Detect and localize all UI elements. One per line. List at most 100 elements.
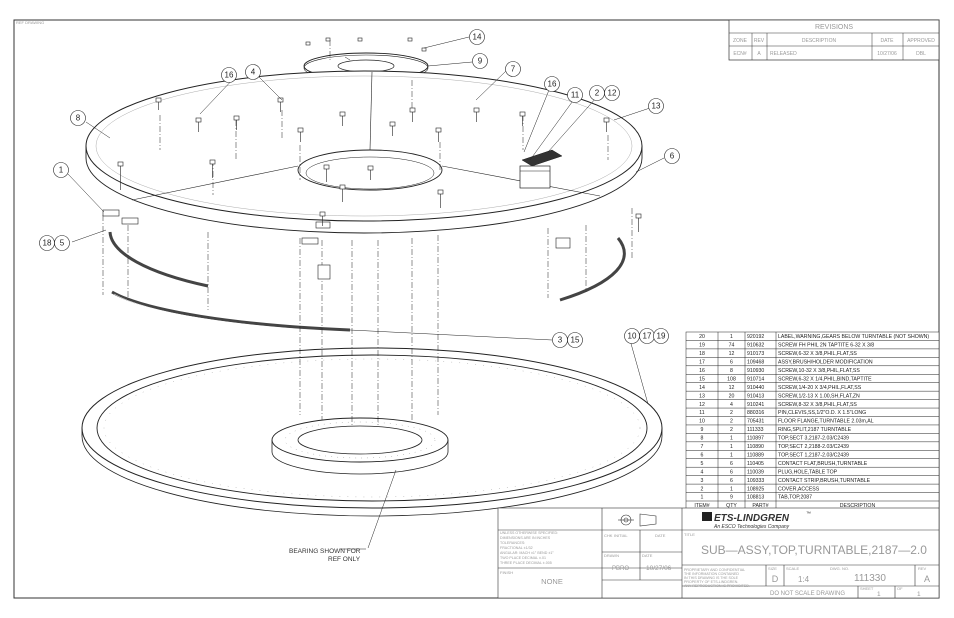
drawing-title: SUB—ASSY,TOP,TURNTABLE,2187—2.0 [701, 543, 927, 557]
bom-description: TAB,TOP,2087 [778, 495, 812, 501]
bom-qty: 12 [729, 351, 735, 357]
callout-8: 8 [76, 114, 81, 123]
bom-part-number: 110890 [747, 444, 764, 450]
bom-qty: 2 [730, 427, 733, 433]
bom-item-number: 20 [699, 334, 705, 340]
bearing-note-line1: BEARING SHOWN FOR [289, 548, 361, 555]
callout-16-left: 16 [225, 71, 234, 80]
bearing-note-line2: REF ONLY [328, 556, 361, 563]
of-value: 1 [917, 591, 921, 598]
callout-19: 19 [657, 332, 666, 341]
bom-item-number: 7 [701, 444, 704, 450]
approval-label: INITIAL [614, 533, 628, 538]
bom-part-number: 910413 [747, 393, 764, 399]
bom-part-number: 109333 [747, 478, 764, 484]
bom-part-number: 910930 [747, 368, 764, 374]
tab [102, 209, 571, 280]
sheet-border [13, 19, 940, 599]
screws [117, 37, 642, 232]
size-value: D [772, 574, 779, 584]
bom-qty: 1 [730, 486, 733, 492]
bom-part-number: 108813 [747, 495, 764, 501]
scale-value: 1:4 [798, 575, 810, 584]
company-name: ETS-LINDGREN [714, 513, 790, 524]
bom-part-number: 880316 [747, 410, 764, 416]
exploded-assembly-view [67, 36, 665, 549]
bom-qty: 4 [730, 402, 733, 408]
bom-qty: 2 [730, 419, 733, 425]
bom-qty: 20 [729, 393, 735, 399]
title-label: TITLE [684, 532, 695, 537]
bom-part-number: 111333 [747, 427, 764, 433]
bom-item-number: 12 [699, 402, 705, 408]
bom-item-number: 16 [699, 368, 705, 374]
bom-description: LABEL,WARNING,GEARS BELOW TURNTABLE (NOT… [778, 334, 929, 340]
drawn-value: PBRO [612, 566, 629, 572]
bom-description: TOP,SECT 2,2188-2.03/C2439 [778, 444, 849, 450]
callout-7: 7 [511, 65, 516, 74]
bom-description: FLOOR FLANGE,TURNTABLE 2.03m,AL [778, 419, 874, 425]
bom-qty: 1 [730, 334, 733, 340]
bom-header: PART# [752, 503, 768, 509]
revision-block: REVISIONS ZONE REV DESCRIPTION DATE APPR… [728, 19, 940, 61]
bom-description: SCREW,1/4-20 X 3/4,PHIL,FLAT,SS [778, 385, 862, 391]
bom-qty: 1 [730, 444, 733, 450]
revision-header: DESCRIPTION [802, 38, 837, 44]
scale-label: SCALE [786, 566, 799, 571]
bom-item-number: 18 [699, 351, 705, 357]
bom-part-number: 110889 [747, 452, 764, 458]
bom-item-number: 1 [701, 495, 704, 501]
bom-part-number: 920192 [747, 334, 764, 340]
bom-header: QTY [726, 503, 737, 509]
bom-item-number: 11 [699, 410, 704, 416]
do-not-scale-note: DO NOT SCALE DRAWING [770, 591, 845, 597]
callout-10: 10 [628, 332, 637, 341]
size-label: SIZE [768, 566, 777, 571]
callout-15: 15 [571, 336, 580, 345]
callout-14: 14 [473, 33, 482, 42]
bom-part-number: 910714 [747, 376, 764, 382]
bom-part-number: 109468 [747, 360, 764, 366]
bom-description: TOP,SECT 3,2187-2.03/C2439 [778, 436, 849, 442]
callout-3: 3 [558, 336, 563, 345]
bom-item-number: 15 [699, 376, 705, 382]
bom-description: SCREW,1/2-13 X 1.00,SH,FLAT,ZN [778, 393, 860, 399]
callout-labels: 14 9 7 16 4 16 11 2 12 13 8 6 1 18 5 3 1… [43, 33, 675, 345]
callout-16-right: 16 [548, 80, 557, 89]
bom-item-number: 8 [701, 436, 704, 442]
callout-5: 5 [60, 239, 65, 248]
finish-label: FINISH [500, 570, 513, 575]
callout-13: 13 [652, 102, 661, 111]
callout-4: 4 [251, 68, 256, 77]
bom-item-number: 13 [699, 393, 705, 399]
company-tm: ™ [806, 511, 811, 517]
date-value: 10/27/06 [646, 565, 672, 572]
revision-cell: RELEASED [770, 51, 797, 57]
proprietary-note: PROPRIETARY AND CONFIDENTIAL THE INFORMA… [684, 568, 750, 588]
approval-label: CHK [604, 533, 613, 538]
bom-description: SCREW,6-32 X 1/4,PHIL,BIND,TAPTITE [778, 376, 872, 382]
dwg-label: DWG. NO. [830, 566, 849, 571]
revision-header: ZONE [733, 38, 748, 44]
revision-header: APPROVED [907, 38, 935, 44]
contact-strip [108, 231, 626, 333]
bom-qty: 6 [730, 469, 733, 475]
callout-17: 17 [643, 332, 652, 341]
bom-part-number: 910440 [747, 385, 764, 391]
bom-description: ASSY,BRUSH/HOLDER MODIFICATION [778, 360, 873, 366]
callout-9: 9 [478, 57, 483, 66]
revision-cell: A [757, 51, 761, 57]
bom-item-number: 17 [699, 360, 705, 366]
callout-11: 11 [571, 91, 580, 100]
callout-12: 12 [608, 89, 617, 98]
callout-6: 6 [670, 152, 675, 161]
finish-value: NONE [541, 577, 563, 586]
bom-frame [685, 331, 940, 510]
bom-header: DESCRIPTION [840, 503, 876, 509]
bom-description: COVER,ACCESS [778, 486, 820, 492]
bom-qty: 108 [727, 376, 736, 382]
bom-item-number: 14 [699, 385, 705, 391]
drawn-label: DRAWN [604, 553, 619, 558]
bom-qty: 2 [730, 410, 733, 416]
bom-part-number: 910241 [747, 402, 764, 408]
